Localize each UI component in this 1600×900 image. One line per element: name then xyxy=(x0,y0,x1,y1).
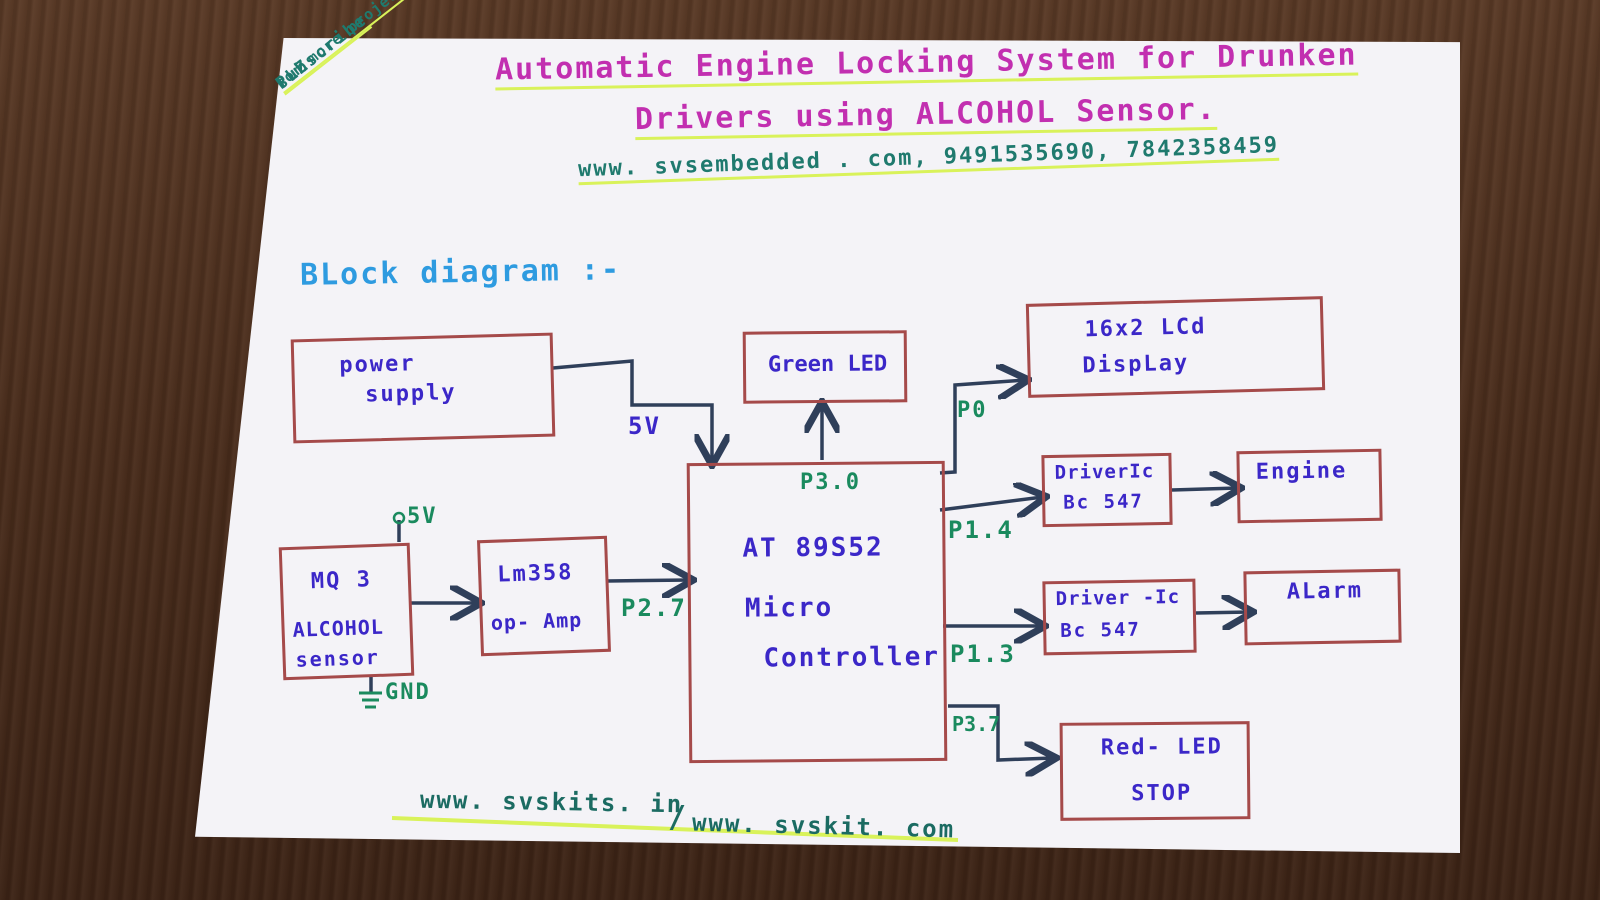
footer-separator: / xyxy=(668,800,689,835)
label-p3-7: P3.7 xyxy=(952,712,1001,736)
lcd-display-block: 16x2 LCd DispLay xyxy=(1025,296,1326,398)
footer-site-1: www. svskits. in xyxy=(419,785,684,819)
opamp-label-2: op- Amp xyxy=(490,607,583,635)
engine-block: Engine xyxy=(1236,448,1383,524)
alcohol-sensor-block: MQ 3 ALCOHOL sensor xyxy=(278,542,415,681)
label-p3-0: P3.0 xyxy=(800,470,861,495)
alarm-block: ALarm xyxy=(1243,568,1402,646)
red-led-label-2: STOP xyxy=(1131,780,1193,807)
paper-sheet xyxy=(195,38,1460,853)
sensor-label-1: MQ 3 xyxy=(310,567,373,595)
red-led-block: Red- LED STOP xyxy=(1059,721,1251,821)
power-supply-label-1: power xyxy=(339,351,416,379)
label-gnd: GND xyxy=(385,680,431,705)
wire-mcu-to-red-led xyxy=(948,704,1053,760)
driver2-label-1: Driver -Ic xyxy=(1055,585,1181,611)
driver2-label-2: Bc 547 xyxy=(1060,618,1142,643)
wire-opamp-to-mcu xyxy=(606,580,690,581)
mcu-label-2: Micro xyxy=(744,592,834,624)
driver1-label-2: Bc 547 xyxy=(1063,490,1145,514)
driver1-label-1: DriverIc xyxy=(1054,460,1155,484)
label-5v-sensor: 5V xyxy=(407,504,438,529)
op-amp-block: Lm358 op- Amp xyxy=(477,535,611,657)
label-p1-3: P1.3 xyxy=(950,640,1016,668)
wire-mcu-to-lcd xyxy=(939,380,1025,475)
lcd-label-1: 16x2 LCd xyxy=(1084,314,1207,343)
label-p1-4: P1.4 xyxy=(948,516,1014,544)
footer-underline xyxy=(391,816,959,842)
wire-driver1-to-engine xyxy=(1171,488,1238,490)
mcu-label-1: AT 89S52 xyxy=(742,532,884,564)
driver-ic-2-block: Driver -Ic Bc 547 xyxy=(1042,578,1197,656)
green-led-block: Green LED xyxy=(742,330,908,404)
sensor-label-2: ALCOHOL xyxy=(292,614,385,642)
alarm-label: ALarm xyxy=(1286,578,1364,605)
vcc-terminal xyxy=(392,511,406,525)
label-p0: P0 xyxy=(957,398,988,423)
wire-mcu-to-driver1 xyxy=(939,497,1043,510)
sensor-label-3: sensor xyxy=(295,644,381,672)
driver-ic-1-block: DriverIc Bc 547 xyxy=(1041,452,1173,528)
opamp-label-1: Lm358 xyxy=(496,559,574,588)
label-p2-7: P2.7 xyxy=(621,594,687,622)
red-led-label-1: Red- LED xyxy=(1100,734,1223,761)
green-led-label: Green LED xyxy=(767,351,888,378)
power-supply-label-2: supply xyxy=(364,380,457,408)
microcontroller-block: AT 89S52 Micro Controller xyxy=(686,460,948,764)
engine-label: Engine xyxy=(1255,458,1348,485)
wire-power-to-mcu xyxy=(552,359,712,462)
wire-driver2-to-alarm xyxy=(1195,612,1250,613)
mcu-label-3: Controller xyxy=(763,641,941,674)
label-5v-power: 5V xyxy=(628,412,661,440)
lcd-label-2: DispLay xyxy=(1082,350,1190,379)
power-supply-block: power supply xyxy=(290,332,556,444)
